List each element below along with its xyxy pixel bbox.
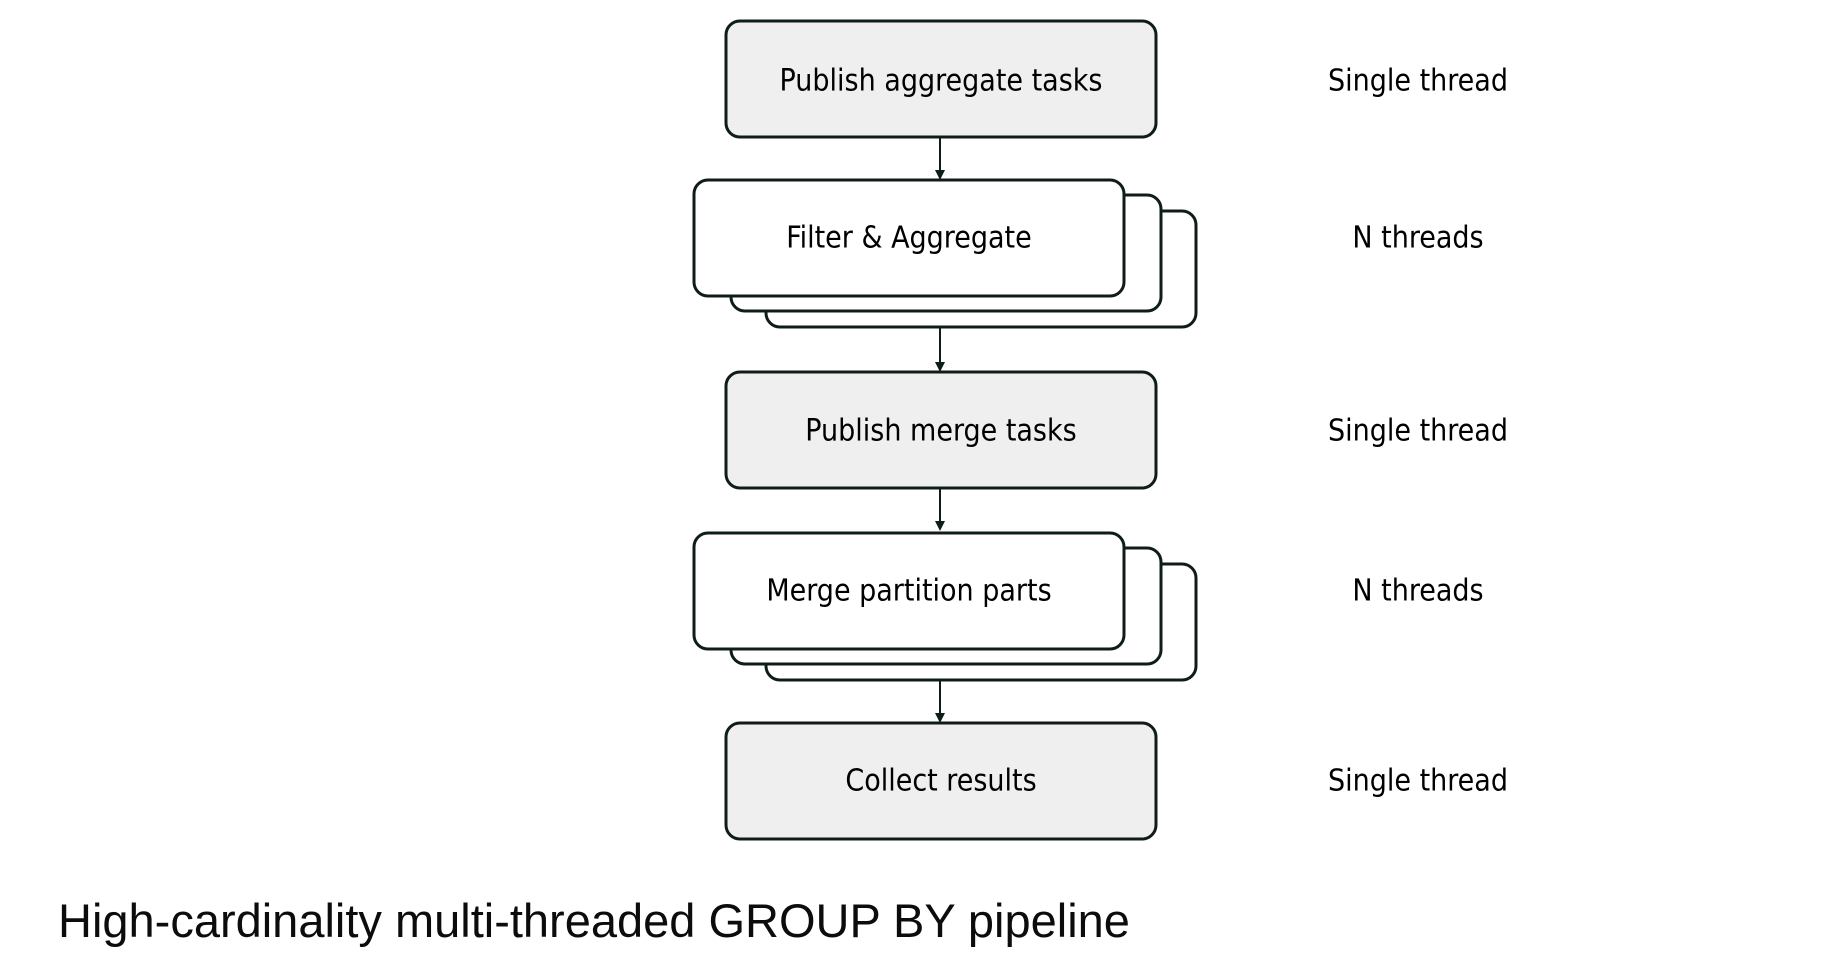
step-label: Merge partition parts	[766, 574, 1051, 609]
step-collect-results: Collect results	[724, 721, 1158, 841]
step-box	[692, 531, 1126, 651]
step-filter-and-aggregate: Filter & Aggregate	[692, 178, 1198, 329]
step-label: Publish aggregate tasks	[780, 64, 1103, 99]
step-label: Collect results	[845, 764, 1036, 799]
step-label: Publish merge tasks	[805, 414, 1076, 449]
thread-label-publish-aggregate: Single thread	[1328, 64, 1508, 99]
step-merge-partition-parts: Merge partition parts	[692, 531, 1198, 682]
diagram-caption: High-cardinality multi-threaded GROUP BY…	[58, 894, 1130, 947]
step-box	[724, 19, 1158, 139]
step-label: Filter & Aggregate	[786, 221, 1031, 256]
step-box	[692, 178, 1126, 298]
thread-label-publish-merge: Single thread	[1328, 414, 1508, 449]
step-publish-merge-tasks: Publish merge tasks	[724, 370, 1158, 490]
thread-labels: Single thread N threads Single thread N …	[1328, 64, 1508, 799]
thread-label-collect-results: Single thread	[1328, 764, 1508, 799]
thread-label-merge-partition: N threads	[1352, 574, 1483, 609]
step-publish-aggregate-tasks: Publish aggregate tasks	[724, 19, 1158, 139]
step-box	[724, 370, 1158, 490]
step-box	[724, 721, 1158, 841]
thread-label-filter-aggregate: N threads	[1352, 221, 1483, 256]
